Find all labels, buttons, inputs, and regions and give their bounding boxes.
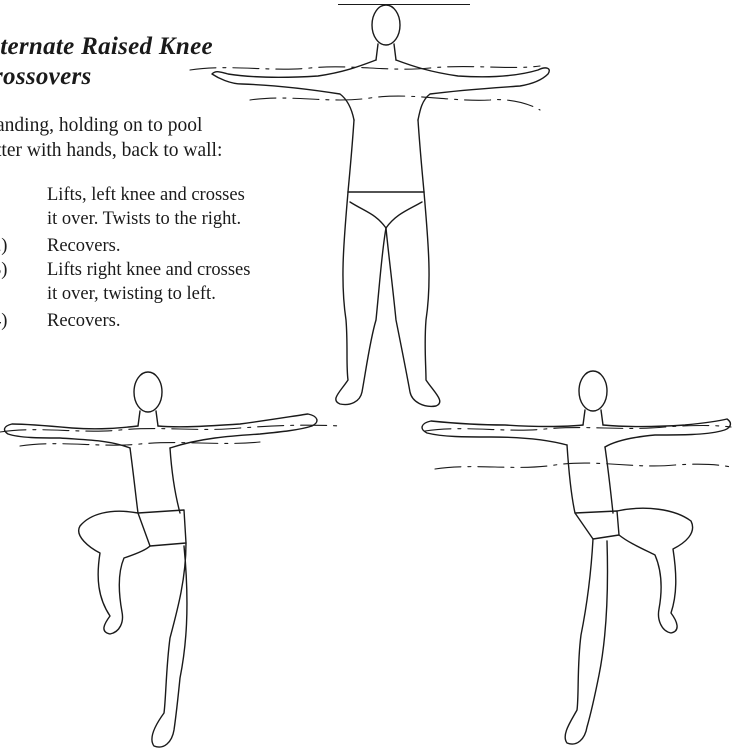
- right-knee-raised-figure-illustration: [415, 365, 733, 751]
- figure-raised-leg: [79, 511, 150, 634]
- standing-figure-illustration: [190, 0, 550, 420]
- figure-torso: [130, 448, 180, 513]
- figure-standing-leg: [152, 543, 187, 747]
- water-line-upper: [190, 66, 540, 70]
- left-knee-raised-figure-illustration: [0, 368, 360, 751]
- exercise-title: lternate Raised Knee rossovers: [0, 32, 213, 92]
- water-line-lower: [250, 96, 540, 110]
- figure-trunks: [575, 511, 619, 539]
- figure-neck: [138, 411, 158, 426]
- figure-raised-leg: [617, 508, 693, 633]
- figure-neck: [583, 410, 603, 425]
- figure-torso: [348, 120, 424, 192]
- figure-right-arm: [603, 419, 730, 447]
- water-line-upper: [425, 426, 731, 432]
- figure-head: [134, 372, 162, 412]
- water-line-lower: [435, 463, 731, 469]
- title-line-2: rossovers: [0, 62, 213, 92]
- figure-head: [579, 371, 607, 411]
- figure-torso: [567, 445, 613, 513]
- figure-standing-leg: [565, 539, 607, 744]
- figure-neck: [376, 44, 396, 60]
- step-number: 3): [0, 258, 22, 282]
- step-number: ): [0, 183, 22, 207]
- figure-trunks: [138, 510, 186, 546]
- figure-left-arm: [422, 421, 583, 445]
- step-number: 4): [0, 309, 22, 333]
- water-line-lower: [20, 442, 260, 446]
- step-number: 2): [0, 234, 22, 258]
- figure-head: [372, 5, 400, 45]
- figure-trunks: [348, 192, 424, 228]
- title-line-1: lternate Raised Knee: [0, 33, 213, 60]
